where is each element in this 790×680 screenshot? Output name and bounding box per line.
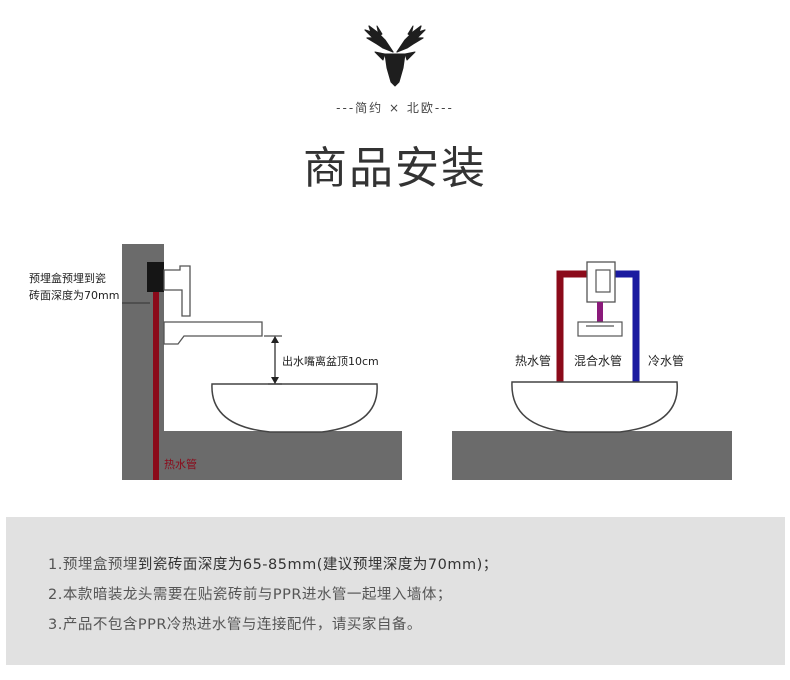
spout-height-label: 出水嘴离盆顶10cm bbox=[282, 355, 379, 368]
installation-notes: 1.预埋盒预埋到瓷砖面深度为65-85mm(建议预埋深度为70mm)； 2.本款… bbox=[6, 517, 785, 665]
note-item-3: 3.产品不包含PPR冷热进水管与连接配件，请买家自备。 bbox=[48, 617, 422, 633]
note-item-1-prefix: 1.预埋盒预埋 bbox=[48, 557, 138, 573]
cold-pipe-right bbox=[612, 270, 640, 382]
valve bbox=[577, 321, 623, 337]
mixer-handle bbox=[163, 265, 191, 317]
note-item-1: 1.预埋盒预埋到瓷砖面深度为65-85mm(建议预埋深度为70mm)； bbox=[48, 553, 498, 574]
basin bbox=[211, 383, 378, 433]
right-diagram bbox=[452, 261, 732, 480]
deer-head-logo-icon bbox=[364, 25, 426, 87]
cold-pipe-label: 冷水管 bbox=[648, 354, 685, 368]
installation-diagram bbox=[122, 244, 732, 480]
counter-right bbox=[452, 431, 732, 480]
box-depth-label: 预埋盒预埋到瓷 砖面深度为70mm bbox=[29, 270, 119, 304]
hot-pipe-right bbox=[556, 270, 590, 382]
page-title: 商品安装 bbox=[303, 143, 487, 194]
spout bbox=[163, 321, 263, 345]
box-depth-label-line1: 预埋盒预埋到瓷 bbox=[29, 272, 106, 285]
subtitle: ---简约 × 北欧--- bbox=[336, 101, 454, 115]
mix-pipe-label: 混合水管 bbox=[574, 354, 623, 368]
hot-pipe-label-right: 热水管 bbox=[515, 354, 552, 368]
note-item-2: 2.本款暗装龙头需要在贴瓷砖前与PPR进水管一起埋入墙体； bbox=[48, 587, 452, 603]
note-item-1-text: 到瓷砖面深度为65-85mm(建议预埋深度为70mm)； bbox=[137, 557, 498, 573]
embedded-box bbox=[147, 262, 164, 292]
basin-right bbox=[511, 381, 678, 433]
hot-pipe-label-left: 热水管 bbox=[164, 458, 197, 471]
hot-pipe bbox=[153, 290, 159, 480]
counter bbox=[122, 431, 402, 480]
mix-pipe bbox=[597, 302, 603, 322]
left-diagram bbox=[122, 244, 402, 480]
box-depth-label-line2: 砖面深度为70mm bbox=[29, 289, 120, 302]
